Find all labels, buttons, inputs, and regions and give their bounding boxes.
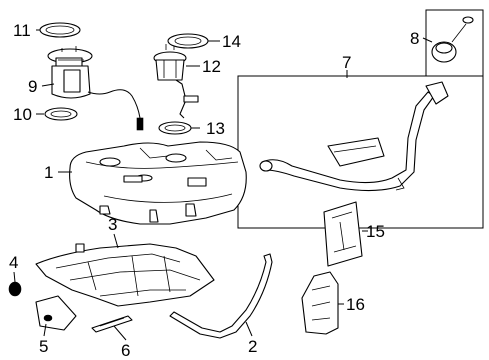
part-bolt-4 [8, 281, 22, 297]
part-control-module-15 [323, 201, 363, 267]
part-fuel-cap-8 [431, 16, 474, 63]
callout-10: 10 [13, 105, 32, 124]
leader-8 [422, 37, 433, 43]
callout-5: 5 [39, 337, 48, 356]
part-heat-shield-16 [301, 271, 339, 335]
callout-6: 6 [121, 341, 130, 360]
callout-4: 4 [9, 253, 18, 272]
callout-16: 16 [346, 295, 365, 314]
part-fuel-tank-1 [69, 141, 247, 225]
part-bracket-5 [35, 295, 77, 331]
callout-3: 3 [108, 215, 117, 234]
leader-6 [113, 325, 127, 341]
callout-1: 1 [44, 163, 53, 182]
part-fuel-pump-module-9 [47, 46, 144, 131]
part-tank-shield-3 [35, 243, 215, 307]
callout-9: 9 [28, 77, 37, 96]
leader-9 [41, 83, 55, 87]
callout-2: 2 [248, 337, 257, 356]
callout-7: 7 [342, 53, 351, 72]
part-tank-strap-2 [169, 253, 273, 339]
callout-11: 11 [13, 21, 31, 40]
part-filler-pipe-7 [259, 81, 449, 192]
part-sending-unit-12 [153, 44, 199, 119]
part-strap-6 [91, 315, 133, 333]
leader-2 [245, 321, 253, 337]
part-gasket-11 [39, 22, 81, 38]
callout-13: 13 [206, 119, 225, 138]
part-seal-13 [158, 121, 192, 135]
part-gasket-14 [167, 33, 209, 49]
callout-12: 12 [202, 57, 221, 76]
leader-5 [43, 323, 47, 337]
callout-14: 14 [222, 32, 241, 51]
leader-3 [113, 233, 119, 249]
part-seal-10 [44, 107, 78, 121]
leader-4 [13, 271, 16, 283]
callout-15: 15 [366, 222, 385, 241]
fuel-cap-detail-box [425, 9, 484, 77]
callout-8: 8 [410, 29, 419, 48]
